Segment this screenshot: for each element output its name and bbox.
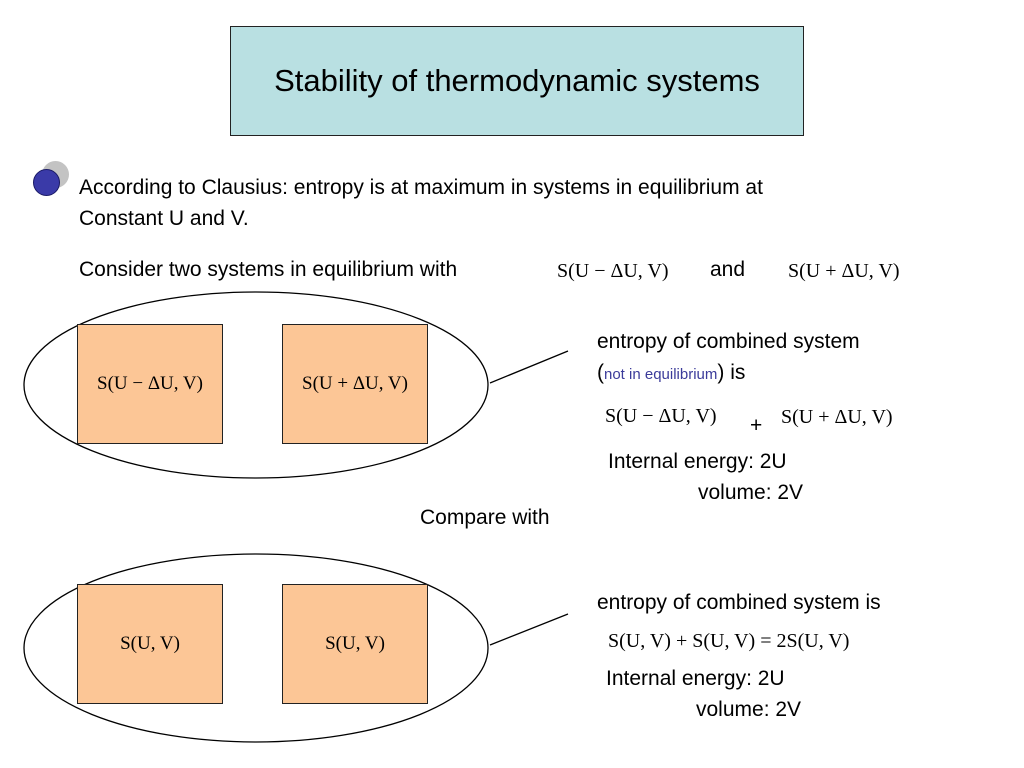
bullet-line-2: Constant U and V. <box>79 207 249 230</box>
top-desc-line2: (not in equilibrium) is <box>597 357 745 390</box>
consider-and: and <box>710 258 746 281</box>
top-box-left-expr: S(U − ΔU, V) <box>97 373 203 394</box>
top-internal-energy: Internal energy: 2U <box>608 450 787 473</box>
bottom-internal-energy: Internal energy: 2U <box>606 667 785 690</box>
bottom-desc: entropy of combined system is <box>597 591 881 614</box>
bullet-icon <box>32 160 72 200</box>
slide-title-text: Stability of thermodynamic systems <box>274 63 760 98</box>
compare-with-text: Compare with <box>420 506 550 529</box>
top-expr-b: S(U + ΔU, V) <box>781 406 893 428</box>
top-paren-close: ) is <box>717 361 746 384</box>
bullet-text: According to Clausius: entropy is at max… <box>79 172 959 234</box>
consider-expr-plus: S(U + ΔU, V) <box>788 260 900 282</box>
consider-text: Consider two systems in equilibrium with <box>79 258 458 281</box>
top-volume: volume: 2V <box>698 481 804 504</box>
top-box-left: S(U − ΔU, V) <box>77 324 223 444</box>
bottom-ellipse <box>23 553 489 743</box>
top-paren-open: ( <box>597 361 604 384</box>
top-expr-a: S(U − ΔU, V) <box>605 405 717 427</box>
slide-title: Stability of thermodynamic systems <box>230 26 804 136</box>
top-desc-line1: entropy of combined system <box>597 330 860 353</box>
bullet-line-1: According to Clausius: entropy is at max… <box>79 176 763 199</box>
not-in-equilibrium-note: not in equilibrium <box>604 366 718 383</box>
bottom-box-right-expr: S(U, V) <box>325 633 385 654</box>
bottom-box-left: S(U, V) <box>77 584 223 704</box>
bottom-volume: volume: 2V <box>696 698 802 721</box>
bottom-expr: S(U, V) + S(U, V) = 2S(U, V) <box>608 630 850 652</box>
bottom-connector-line <box>489 613 569 646</box>
top-ellipse <box>23 291 489 479</box>
consider-expr-minus: S(U − ΔU, V) <box>557 260 669 282</box>
bottom-box-right: S(U, V) <box>282 584 428 704</box>
top-plus-sign: + <box>750 414 763 437</box>
top-box-right-expr: S(U + ΔU, V) <box>302 373 408 394</box>
top-box-right: S(U + ΔU, V) <box>282 324 428 444</box>
top-connector-line <box>489 350 569 384</box>
bottom-box-left-expr: S(U, V) <box>120 633 180 654</box>
bullet-dot <box>33 169 60 196</box>
